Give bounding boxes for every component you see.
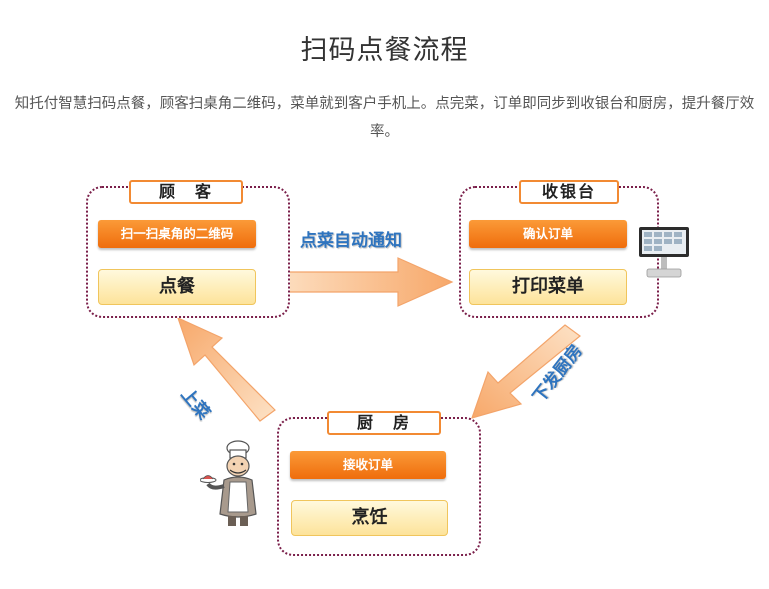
page-title: 扫码点餐流程 <box>300 35 469 66</box>
arrow-guest-to-cashier <box>267 257 454 307</box>
cashier-title: 收银台 <box>519 180 619 204</box>
receive-order-button[interactable]: 接收订单 <box>290 451 446 479</box>
guest-title: 顾 客 <box>129 180 243 204</box>
chef-icon <box>200 440 257 526</box>
edge-label-notify: 点菜自动通知 <box>300 231 402 251</box>
arrow-cashier-to-kitchen <box>471 324 581 419</box>
pos-terminal-icon <box>639 227 689 278</box>
scan-qr-button[interactable]: 扫一扫桌角的二维码 <box>98 220 256 248</box>
confirm-order-button[interactable]: 确认订单 <box>469 220 627 248</box>
order-step: 点餐 <box>98 269 256 305</box>
cooking-step: 烹饪 <box>291 500 448 536</box>
arrow-kitchen-to-guest <box>176 316 276 422</box>
kitchen-title: 厨 房 <box>327 411 441 435</box>
page-description: 知托付智慧扫码点餐，顾客扫桌角二维码，菜单就到客户手机上。点完菜，订单即同步到收… <box>14 96 755 140</box>
print-menu-step: 打印菜单 <box>469 269 627 305</box>
